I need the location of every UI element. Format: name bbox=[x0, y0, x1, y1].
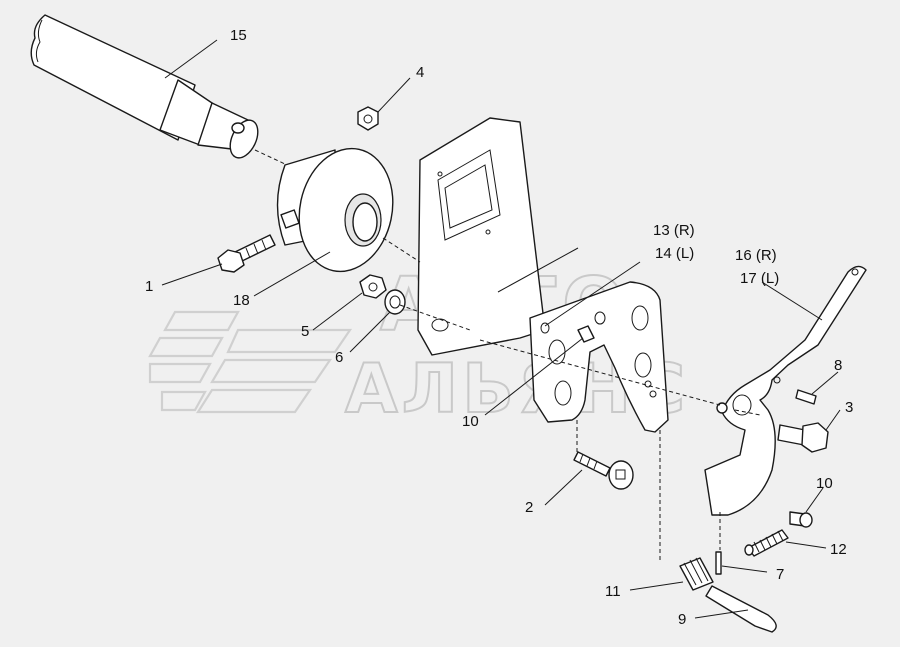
label-part-12: 12 bbox=[830, 541, 847, 558]
label-part-17: 17 (L) bbox=[740, 270, 779, 287]
part-15-shaft bbox=[30, 14, 331, 186]
label-part-8: 8 bbox=[834, 357, 842, 374]
label-part-13: 13 (R) bbox=[653, 222, 695, 239]
label-part-14: 14 (L) bbox=[655, 245, 694, 262]
part-3-bolt bbox=[777, 422, 829, 453]
label-part-2: 2 bbox=[525, 499, 533, 516]
part-4-nut bbox=[357, 106, 379, 131]
part-2-screw bbox=[573, 451, 634, 490]
label-part-9: 9 bbox=[678, 611, 686, 628]
part-18-hub bbox=[276, 147, 394, 273]
part-9-pin bbox=[705, 585, 777, 633]
label-part-18: 18 bbox=[233, 292, 250, 309]
part-16-17-lever bbox=[704, 265, 867, 516]
part-8-pin bbox=[795, 389, 817, 405]
part-12-spring bbox=[744, 529, 789, 557]
part-6-washer bbox=[384, 289, 406, 315]
label-part-16: 16 (R) bbox=[735, 247, 777, 264]
label-part-15: 15 bbox=[230, 27, 247, 44]
label-part-5: 5 bbox=[301, 323, 309, 340]
part-13-14-plate bbox=[529, 281, 669, 433]
watermark-emblem bbox=[148, 310, 353, 414]
assembly-lines bbox=[382, 237, 761, 562]
part-5-nut bbox=[359, 274, 387, 299]
label-part-7: 7 bbox=[776, 566, 784, 583]
part-11-spring bbox=[679, 557, 714, 591]
part-labels: 15 4 1 18 5 6 10 13 (R) 14 (L) 16 (R) 17… bbox=[145, 27, 853, 628]
label-part-10-left: 10 bbox=[462, 413, 479, 430]
label-part-1: 1 bbox=[145, 278, 153, 295]
leader-lines bbox=[161, 39, 841, 619]
part-10-pin-right bbox=[789, 511, 813, 528]
label-part-6: 6 bbox=[335, 349, 343, 366]
part-7-pin bbox=[715, 551, 722, 575]
part-1-bolt bbox=[217, 234, 276, 273]
label-part-11: 11 bbox=[605, 583, 621, 600]
label-part-3: 3 bbox=[845, 399, 853, 416]
label-part-4: 4 bbox=[416, 64, 424, 81]
mounting-bracket bbox=[417, 117, 546, 356]
label-part-10-right: 10 bbox=[816, 475, 833, 492]
